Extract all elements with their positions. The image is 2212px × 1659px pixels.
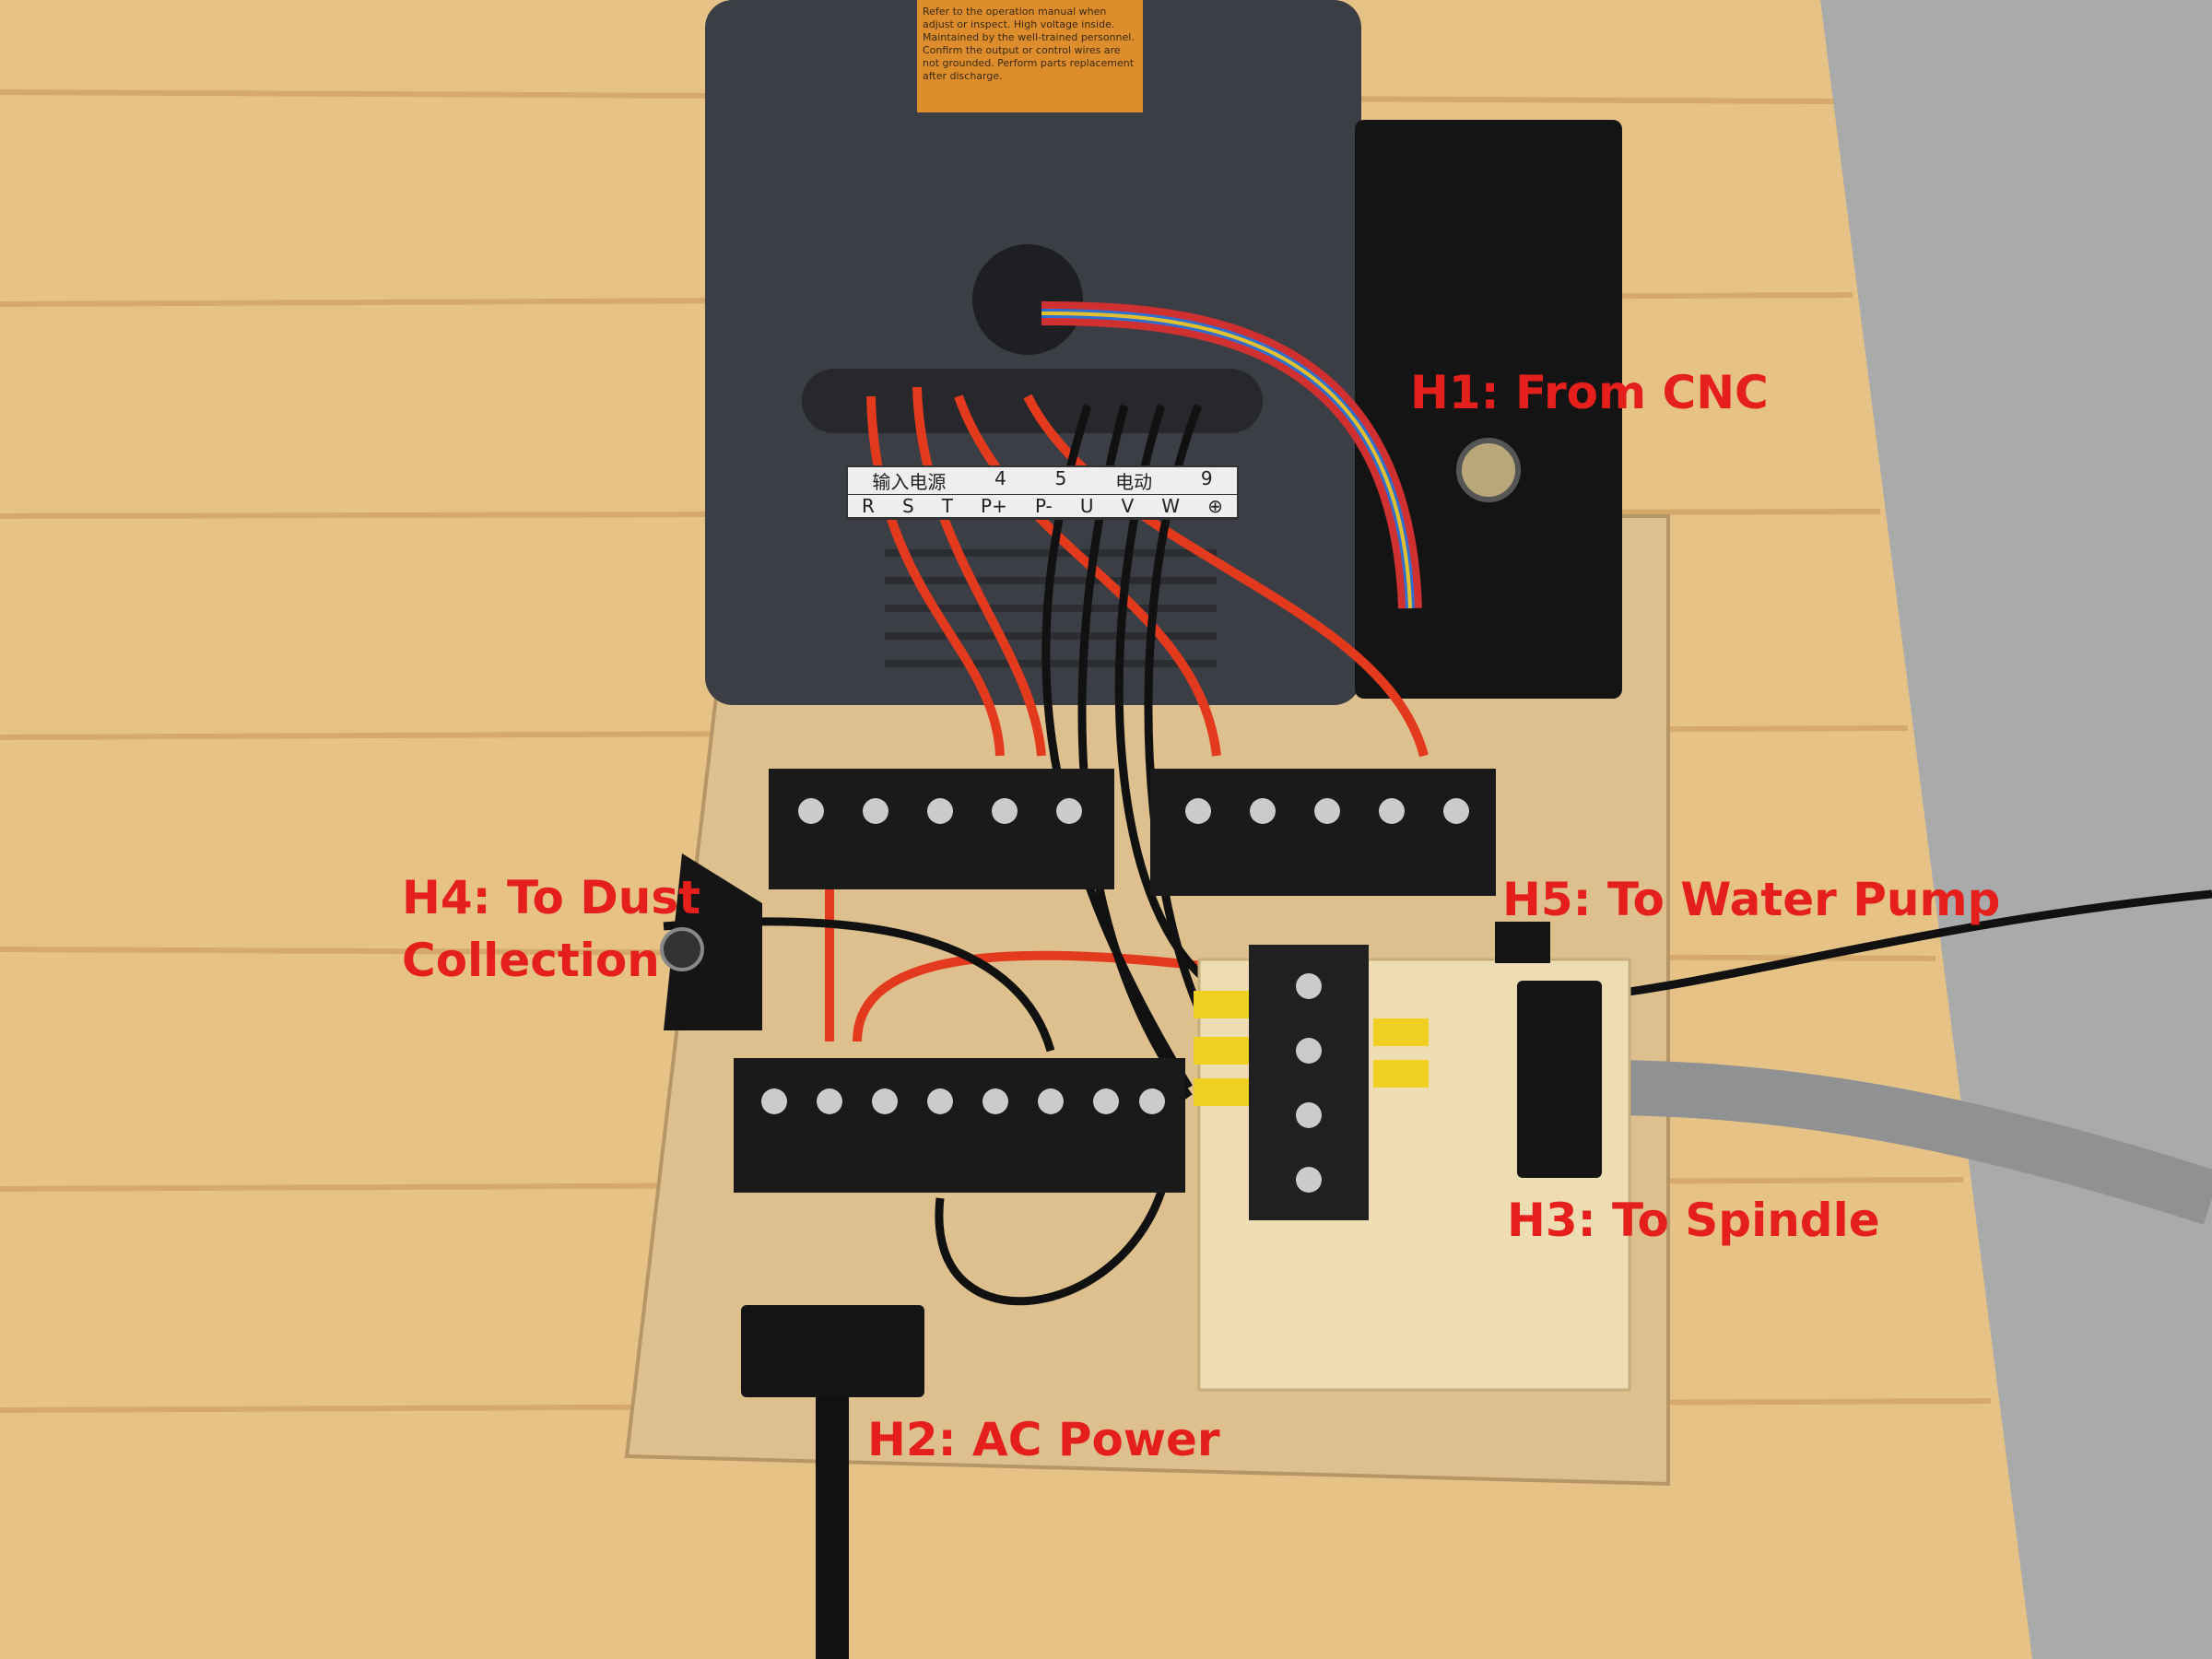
terminal-label: P+ — [981, 495, 1007, 517]
terminal-label: 9 — [1200, 467, 1213, 489]
terminal-screws — [761, 798, 1469, 1193]
terminal-label: W — [1161, 495, 1181, 517]
warning-text: Refer to the operation manual when adjus… — [923, 6, 1135, 82]
terminal-label: P- — [1034, 495, 1053, 517]
annotation-h2: H2: AC Power — [867, 1413, 1220, 1466]
aviation-connector — [1456, 438, 1521, 502]
terminal-label: 5 — [1054, 467, 1067, 489]
water-pump-bracket — [1495, 922, 1550, 963]
vfd-grommet — [972, 244, 1083, 355]
terminal-label: 电动 — [1115, 471, 1153, 493]
terminal-label: S — [902, 495, 914, 517]
annotation-h1: H1: From CNC — [1410, 366, 1769, 419]
spindle-cable-clamp — [1517, 981, 1602, 1178]
annotation-h3: H3: To Spindle — [1507, 1194, 1880, 1247]
terminal-label: 4 — [994, 467, 1006, 489]
terminal-block-3 — [734, 1058, 1185, 1193]
spindle-cable — [1601, 1060, 2212, 1225]
terminal-label: 输入电源 — [872, 471, 947, 493]
annotation-h5: H5: To Water Pump — [1502, 873, 2001, 926]
terminal-label: U — [1079, 495, 1094, 517]
annotation-h4-line1: H4: To Dust — [402, 871, 701, 924]
terminal-label: ⊕ — [1207, 495, 1223, 517]
ac-cable-clamp — [741, 1305, 924, 1397]
vfd-warning-label: Refer to the operation manual when adjus… — [917, 0, 1143, 112]
control-box — [1355, 120, 1622, 699]
terminal-label: V — [1121, 495, 1135, 517]
yellow-connectors — [1194, 991, 1429, 1106]
dust-collection-bracket — [664, 853, 762, 1030]
dust-collection-jack — [660, 927, 704, 971]
vfd-terminal-label: 输入电源 4 5 电动 9 R S T P+ P- U V W ⊕ — [846, 465, 1239, 520]
terminal-block-2 — [1150, 769, 1496, 896]
terminal-label: T — [941, 495, 953, 517]
terminal-label: R — [862, 495, 875, 517]
terminal-block-1 — [769, 769, 1114, 889]
annotation-h4-line2: Collection — [402, 934, 660, 987]
